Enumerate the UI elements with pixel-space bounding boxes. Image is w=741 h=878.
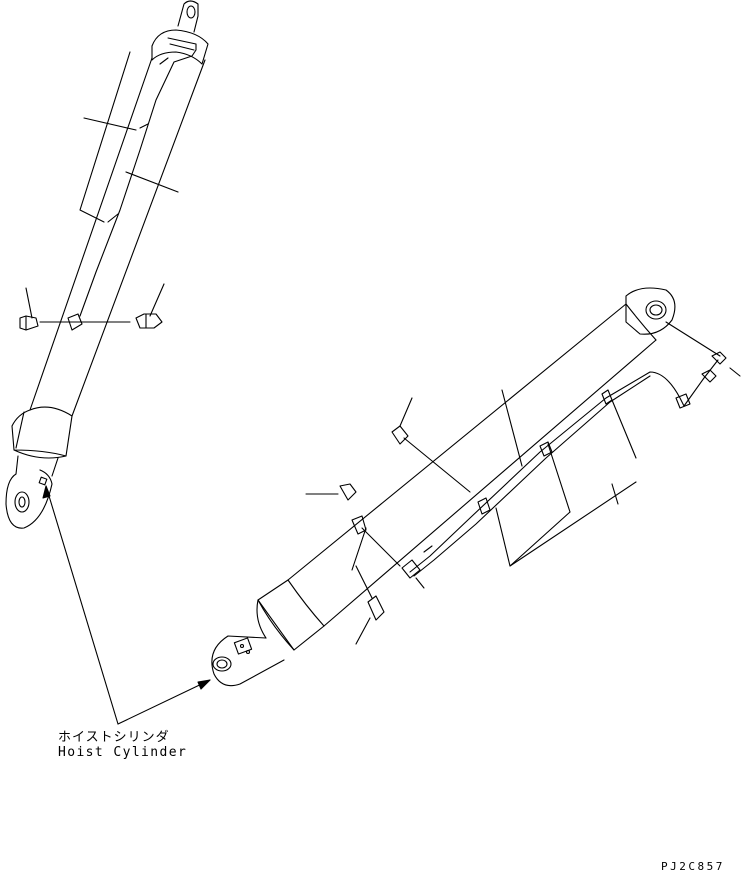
hoist-cylinder-label-ja: ホイストシリンダ <box>58 730 170 745</box>
left-hoist-cylinder <box>5 0 209 529</box>
callout-leaders <box>42 485 211 725</box>
right-hoist-cylinder <box>211 287 741 687</box>
drawing-code: PJ2C857 <box>661 860 725 873</box>
hoist-cylinder-label-en: Hoist Cylinder <box>58 745 188 760</box>
